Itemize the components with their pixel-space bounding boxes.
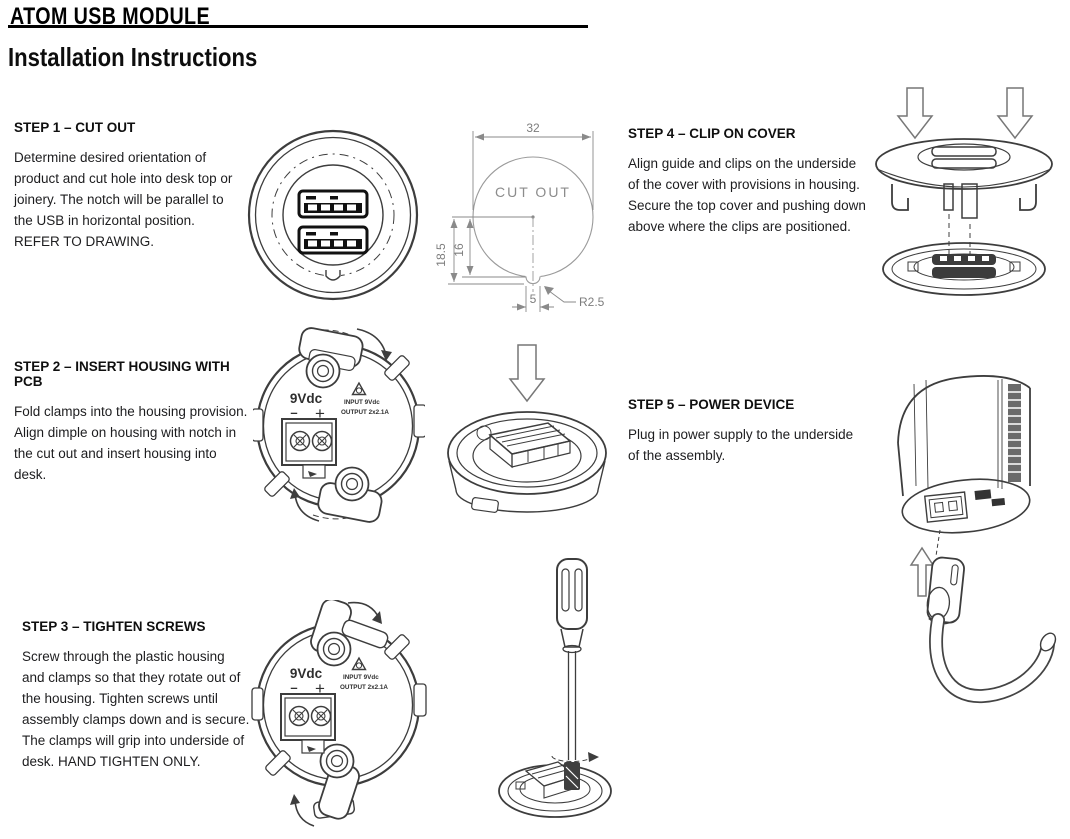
down-arrow-icon — [508, 344, 546, 403]
dim-diameter-label: 32 — [526, 121, 540, 135]
dim-depth-total-label: 18.5 — [434, 243, 448, 267]
step-2-heading: STEP 2 – INSERT HOUSING WITH PCB — [14, 359, 230, 389]
step-4-body: Align guide and clips on the underside o… — [628, 156, 866, 234]
step-4-heading: STEP 4 – CLIP ON COVER — [628, 126, 796, 141]
cover-clip — [891, 184, 909, 211]
housing-insert-figure — [447, 344, 607, 513]
rotate-arrow-icon — [347, 601, 380, 619]
orientation-notch — [325, 270, 341, 281]
step-4-section: STEP 4 – CLIP ON COVER Align guide and c… — [628, 126, 866, 237]
step-5-section: STEP 5 – POWER DEVICE Plug in power supp… — [628, 397, 866, 466]
rotate-arrow-icon — [294, 493, 320, 522]
title-underline — [8, 25, 588, 28]
rotate-arrow-icon — [551, 755, 593, 762]
warning-triangle-icon — [351, 381, 367, 396]
output-rating-label: OUTPUT 2x2.1A — [341, 409, 389, 416]
dim-depth-center-label: 16 — [452, 243, 466, 257]
step-1-section: STEP 1 – CUT OUT Determine desired orien… — [14, 120, 242, 252]
cover-exploded-figure — [875, 87, 1053, 296]
usb-module-top-view-figure — [247, 129, 419, 301]
power-cable — [929, 613, 1057, 704]
usb-block — [488, 422, 572, 469]
warning-triangle-icon — [351, 656, 367, 671]
cutout-label: CUT OUT — [495, 184, 571, 200]
step-5-body: Plug in power supply to the underside of… — [628, 427, 854, 463]
output-rating-label: OUTPUT 2x2.1A — [340, 684, 388, 691]
terminal-block — [280, 693, 336, 754]
plus-label: + — [315, 404, 325, 423]
top-cover — [875, 138, 1053, 219]
step-3-heading: STEP 3 – TIGHTEN SCREWS — [22, 619, 206, 634]
step-2-body: Fold clamps into the housing provision. … — [14, 404, 248, 482]
usb-ports — [297, 189, 369, 255]
dim-notch-width-label: 5 — [530, 292, 537, 306]
rotate-arrow-icon — [294, 799, 315, 827]
clamp-bottom — [317, 466, 383, 523]
cutout-notch — [525, 276, 541, 285]
clamp-top-open — [310, 600, 389, 667]
minus-label: – — [290, 405, 297, 420]
input-rating-label: INPUT 9Vdc — [343, 674, 379, 681]
step-3-section: STEP 3 – TIGHTEN SCREWS Screw through th… — [22, 619, 250, 772]
down-arrow-icon — [896, 87, 934, 140]
voltage-label: 9Vdc — [290, 391, 323, 406]
clamp-bottom-open — [313, 743, 360, 820]
step-2-section: STEP 2 – INSERT HOUSING WITH PCB Fold cl… — [14, 359, 250, 485]
screwdriver-tighten-figure — [498, 558, 612, 818]
housing-in-desk — [882, 242, 1046, 296]
plus-label: + — [315, 679, 325, 698]
step-3-body: Screw through the plastic housing and cl… — [22, 649, 250, 769]
power-supply-figure — [897, 375, 1057, 704]
step-1-heading: STEP 1 – CUT OUT — [14, 120, 136, 135]
cutout-dimension-figure: 32 CUT OUT 18.5 16 5 R2.5 — [434, 121, 605, 312]
power-supply-body — [897, 375, 1031, 534]
step-1-body: Determine desired orientation of product… — [14, 150, 233, 249]
housing-assembly — [498, 761, 612, 818]
step-5-heading: STEP 5 – POWER DEVICE — [628, 397, 795, 412]
power-plug — [926, 556, 965, 625]
housing-underside-figure: 9Vdc – + INPUT 9Vdc OUTPUT 2x2.1A — [253, 327, 425, 523]
dim-notch-radius-label: R2.5 — [579, 295, 605, 309]
page-subtitle: Installation Instructions — [8, 42, 258, 72]
voltage-label: 9Vdc — [290, 666, 323, 681]
clamp-top — [298, 327, 364, 389]
housing-clamps-open-figure: 9Vdc – + INPUT 9Vdc OUTPUT 2x2.1A — [251, 600, 427, 827]
screwdriver — [556, 558, 588, 760]
input-rating-label: INPUT 9Vdc — [344, 399, 380, 406]
cover-clip — [1019, 184, 1037, 211]
down-arrow-icon — [996, 87, 1034, 140]
terminal-block — [281, 418, 337, 479]
minus-label: – — [290, 680, 297, 695]
